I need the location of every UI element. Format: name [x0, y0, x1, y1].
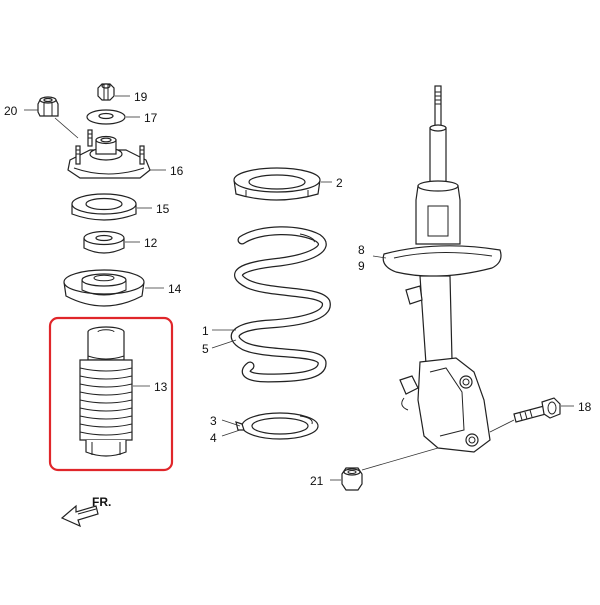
- front-direction-arrow-icon: [60, 504, 99, 528]
- part-8-strut-assembly: [382, 85, 502, 453]
- part-16-upper-mount: [67, 129, 151, 179]
- callout-8: 8: [358, 243, 365, 257]
- part-14-spring-seat: [63, 269, 145, 307]
- leader-18-path: [489, 419, 515, 433]
- callout-21: 21: [310, 474, 324, 488]
- leader-8: [372, 255, 387, 259]
- part-17-washer: [86, 109, 126, 125]
- part-2-spring-insulator: [233, 167, 321, 201]
- part-21-flange-nut: [341, 467, 363, 491]
- callout-16: 16: [170, 164, 184, 178]
- leader-20-to-mount: [54, 117, 79, 139]
- leader-21-path: [361, 447, 439, 471]
- callout-14: 14: [168, 282, 182, 296]
- callout-5: 5: [202, 342, 209, 356]
- callout-3: 3: [210, 414, 217, 428]
- part-12-stopper: [83, 230, 125, 254]
- part-20-cap-nut: [37, 96, 59, 117]
- callout-18: 18: [578, 400, 592, 414]
- callout-15: 15: [156, 202, 170, 216]
- callout-20: 20: [4, 104, 18, 118]
- part-15-bearing: [71, 193, 137, 221]
- part-13-dust-boot[interactable]: [79, 326, 133, 457]
- leader-3: [221, 419, 241, 427]
- callout-2: 2: [336, 176, 343, 190]
- callout-9: 9: [358, 259, 365, 273]
- leader-4: [221, 429, 241, 437]
- part-18-bolt: [513, 397, 561, 423]
- callout-4: 4: [210, 431, 217, 445]
- highlight-box[interactable]: [48, 316, 174, 472]
- callout-17: 17: [144, 111, 158, 125]
- part-19-nut: [97, 83, 115, 101]
- callout-19: 19: [134, 90, 148, 104]
- callout-1: 1: [202, 324, 209, 338]
- front-direction-label: FR.: [92, 495, 111, 509]
- callout-13: 13: [154, 380, 168, 394]
- part-1-coil-spring: [230, 226, 331, 383]
- leader-5: [211, 339, 237, 349]
- part-3-lower-insulator: [235, 412, 319, 440]
- callout-12: 12: [144, 236, 158, 250]
